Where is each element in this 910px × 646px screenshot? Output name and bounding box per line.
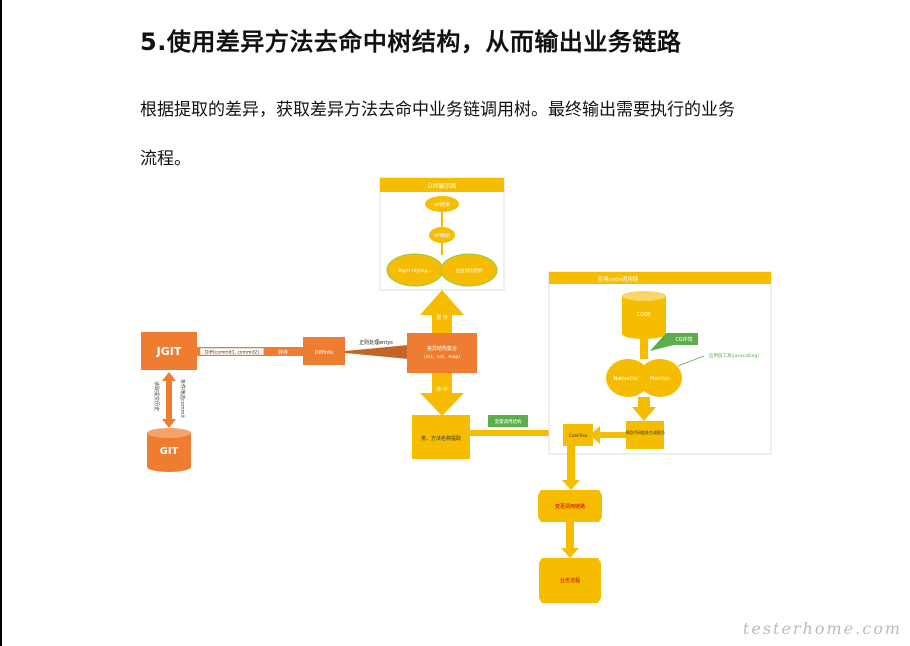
tool-label: 应用层工具(javacalling) bbox=[709, 352, 759, 359]
callgraph-to-tree-head bbox=[590, 426, 600, 444]
paragraph-line-1: 根据提取的差异，获取差异方法去命中业务链调用树。最终输出需要执行的业务 bbox=[140, 100, 735, 120]
biz-flow-box bbox=[539, 558, 601, 603]
down-arrow bbox=[420, 373, 464, 416]
code-panel-header bbox=[549, 272, 771, 284]
callgraph-to-tree-line bbox=[598, 432, 626, 438]
transfer-label: 转存 bbox=[278, 349, 288, 356]
mention-oval-label: Mention bbox=[650, 376, 670, 382]
diff-oval-array-label: diff数组 bbox=[434, 232, 451, 239]
code-down-arrow bbox=[640, 339, 648, 359]
biz-flow-label: 业务流程 bbox=[560, 577, 580, 584]
code-cylinder-body bbox=[622, 296, 666, 334]
diff-label-box bbox=[199, 347, 265, 356]
diff-oval-right-label: 左边对比结构 bbox=[456, 267, 483, 274]
native-oval-label: NativeCode bbox=[614, 376, 643, 382]
vertical-label-left: 读取提交历史 bbox=[153, 381, 160, 411]
diff-oval-result-label: diff结果 bbox=[434, 201, 451, 208]
regex-arrow bbox=[345, 345, 408, 359]
paragraph-line-2: 流程。 bbox=[140, 149, 191, 169]
collection-sub-label: (list、set、map) bbox=[424, 354, 460, 360]
diff-label: Diff(commit1, commit2) bbox=[205, 350, 259, 356]
code-cylinder-top bbox=[622, 291, 666, 301]
git-label: GIT bbox=[160, 446, 179, 457]
diff-oval-result bbox=[425, 196, 459, 212]
flow-diagram: Diff展示图 diff结果 diff数组 Right Highlig... 左… bbox=[141, 177, 772, 603]
section-heading: 5.使用差异方法去命中树结构，从而输出业务链路 bbox=[140, 28, 682, 56]
diff-panel-header bbox=[380, 178, 504, 192]
git-cylinder-top bbox=[147, 428, 191, 438]
code-cylinder-label: CODE bbox=[637, 312, 651, 318]
regex-label: 正则处理entys bbox=[359, 339, 393, 346]
diffinfo-label: DiffInfo bbox=[315, 350, 333, 356]
change-chain-box bbox=[538, 490, 602, 522]
up-arrow bbox=[420, 290, 464, 333]
change-chain-label: 变更调用链路 bbox=[555, 503, 585, 510]
callgraph-box bbox=[626, 421, 664, 449]
code-panel-title: 应用code调用链 bbox=[598, 275, 639, 283]
change-down-arrow-head bbox=[561, 548, 579, 558]
diff-oval-left-label: Right Highlig... bbox=[398, 268, 431, 274]
green-tag-shape bbox=[650, 333, 698, 351]
code-cylinder-bottom bbox=[622, 329, 666, 339]
method-to-tree-line bbox=[470, 430, 550, 436]
diff-oval-array bbox=[429, 227, 455, 243]
down-arrow-label: 命 中 bbox=[436, 386, 448, 393]
collection-box bbox=[407, 333, 477, 373]
tool-connector bbox=[677, 355, 705, 367]
watermark: testerhome.com bbox=[742, 619, 902, 638]
tree-down-arrow-head bbox=[562, 480, 580, 490]
collection-label: 差异结构集合 bbox=[427, 345, 457, 352]
git-cylinder-body bbox=[147, 433, 191, 467]
left-border bbox=[0, 0, 2, 646]
jgit-box bbox=[141, 332, 197, 370]
codetree-label: CodeTree bbox=[569, 433, 588, 438]
mention-oval bbox=[638, 359, 682, 397]
git-cylinder-bottom bbox=[147, 462, 191, 472]
ovals-down-arrow bbox=[632, 397, 656, 421]
vertical-label-right: 条件筛选commit bbox=[179, 379, 186, 418]
change-down-arrow-shaft bbox=[566, 522, 574, 550]
diff-oval-right bbox=[440, 253, 498, 287]
jgit-git-arrow bbox=[162, 372, 176, 428]
native-oval bbox=[606, 359, 650, 397]
jgit-label: JGIT bbox=[156, 345, 182, 358]
method-box bbox=[412, 415, 470, 459]
hit-tag bbox=[488, 415, 528, 427]
green-tag-label: CG环境 bbox=[675, 336, 692, 343]
hit-tag-label: 变量调用结构 bbox=[495, 418, 522, 425]
callgraph-label: 调用代码链条生成报告 bbox=[625, 429, 665, 435]
tree-down-arrow-shaft bbox=[567, 446, 575, 482]
diffinfo-box bbox=[303, 337, 345, 365]
codetree-node bbox=[563, 424, 593, 446]
diff-panel-title: Diff展示图 bbox=[428, 183, 456, 190]
method-box-label: 类、方法名称提取 bbox=[421, 435, 461, 442]
up-arrow-label: 展 示 bbox=[436, 315, 448, 321]
